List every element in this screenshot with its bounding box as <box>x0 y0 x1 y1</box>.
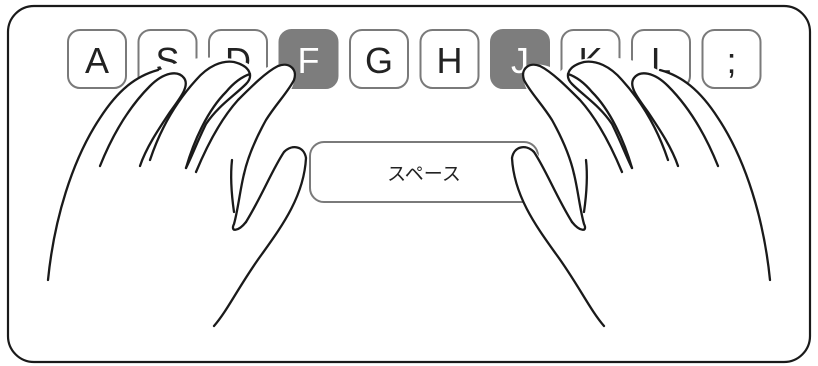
key-g-label: G <box>365 40 393 81</box>
key-a: A <box>67 29 127 89</box>
key-h-box <box>419 29 480 89</box>
key-semicolon: ; <box>701 29 762 89</box>
key-f-label: F <box>298 40 320 81</box>
key-semicolon-box <box>701 29 762 89</box>
right-hand-icon <box>510 57 772 328</box>
key-a-label: A <box>85 40 109 81</box>
key-semicolon-label: ; <box>726 40 736 81</box>
left-hand-icon <box>46 57 308 328</box>
key-h-label: H <box>437 40 463 81</box>
key-g-box <box>349 29 409 89</box>
key-a-box <box>67 29 127 89</box>
space-key: スペース <box>309 141 539 203</box>
space-key-label: スペース <box>387 163 461 185</box>
key-f: F <box>278 29 339 89</box>
key-g: G <box>349 29 409 89</box>
key-h: H <box>419 29 480 89</box>
